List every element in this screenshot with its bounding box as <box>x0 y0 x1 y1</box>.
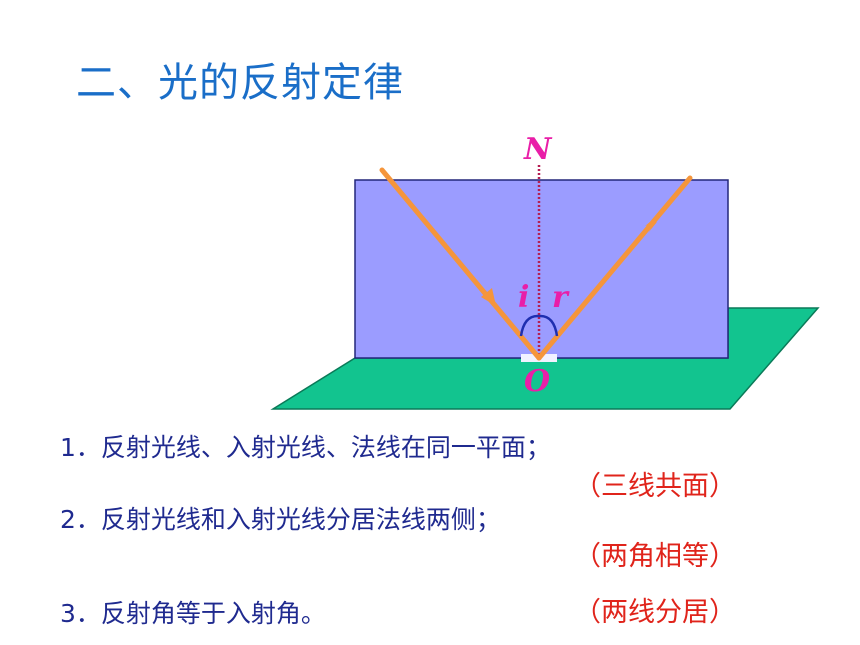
normal-label: N <box>524 132 552 167</box>
reflection-angle-arc <box>538 314 559 337</box>
point-o-label: O <box>524 364 551 399</box>
note-coplanar: （三线共面） <box>574 471 736 502</box>
law-2: 2．反射光线和入射光线分居法线两侧； <box>60 505 501 534</box>
law-1: 1．反射光线、入射光线、法线在同一平面； <box>60 433 551 462</box>
law-3: 3．反射角等于入射角。 <box>60 599 326 628</box>
incident-ray <box>379 167 542 361</box>
reflected-ray-arrow <box>645 213 661 233</box>
page-title: 二、光的反射定律 <box>76 60 404 106</box>
reflection-angle-label: r <box>552 280 568 315</box>
incidence-angle-label: i <box>518 280 530 315</box>
note-opposite-sides: （两线分居） <box>574 597 736 628</box>
incident-ray-arrow <box>481 288 496 306</box>
note-equal-angles: （两角相等） <box>574 541 736 572</box>
incidence-angle-arc <box>519 314 540 337</box>
reflected-ray <box>536 175 693 361</box>
